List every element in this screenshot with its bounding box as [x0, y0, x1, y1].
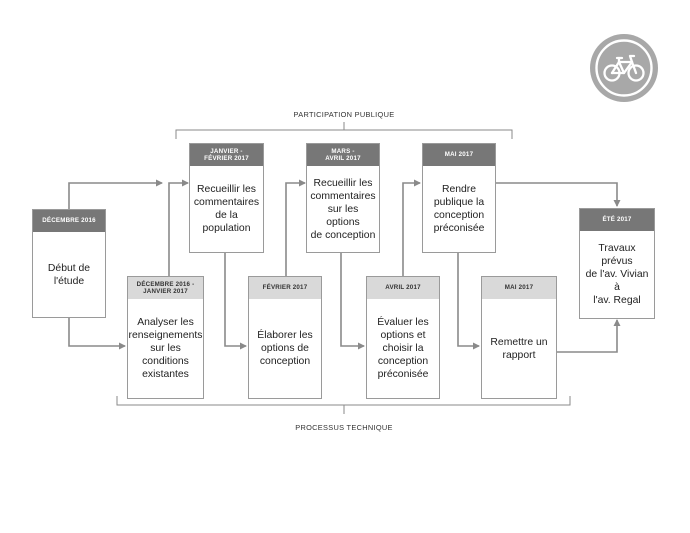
- step-date: MAI 2017: [482, 277, 556, 299]
- step-text: Recueillir les commentaires de la popula…: [193, 184, 260, 234]
- step-date: ÉTÉ 2017: [580, 209, 654, 231]
- step-date: AVRIL 2017: [367, 277, 439, 299]
- technical-process-label: PROCESSUS TECHNIQUE: [295, 423, 393, 432]
- step-recueillir-options: MARS - AVRIL 2017 Recueillir les comment…: [306, 143, 380, 253]
- step-text: Rendre publique la conception préconisée: [433, 184, 485, 234]
- step-elaborer: FÉVRIER 2017 Élaborer les options de con…: [248, 276, 322, 399]
- step-evaluer: AVRIL 2017 Évaluer les options et choisi…: [366, 276, 440, 399]
- arrow-debut-to-analyser: [68, 318, 126, 350]
- arrow-remettre-to-travaux: [557, 319, 621, 353]
- step-text: Début de l'étude: [47, 262, 91, 287]
- step-text: Analyser les renseignements sur les cond…: [128, 317, 203, 380]
- step-travaux: ÉTÉ 2017 Travaux prévus de l'av. Vivian …: [579, 208, 655, 319]
- step-debut: DÉCEMBRE 2016 Début de l'étude: [32, 209, 106, 318]
- public-participation-label: PARTICIPATION PUBLIQUE: [293, 110, 395, 119]
- step-date: DÉCEMBRE 2016: [33, 210, 105, 232]
- step-text: Évaluer les options et choisir la concep…: [377, 317, 429, 380]
- arrow-elaborer-to-recueillir: [285, 179, 306, 276]
- step-analyser: DÉCEMBRE 2016 - JANVIER 2017 Analyser le…: [127, 276, 204, 399]
- step-recueillir-population: JANVIER - FÉVRIER 2017 Recueillir les co…: [189, 143, 264, 253]
- arrow-analyser-to-recueillir: [168, 179, 189, 276]
- step-rendre: MAI 2017 Rendre publique la conception p…: [422, 143, 496, 253]
- step-text: Élaborer les options de conception: [257, 330, 313, 367]
- arrow-recueillir-to-evaluer: [340, 253, 365, 350]
- bicycle-icon: [590, 34, 658, 102]
- step-text: Recueillir les commentaires sur les opti…: [310, 177, 376, 241]
- arrow-evaluer-to-rendre: [402, 179, 421, 276]
- arrow-rendre-to-remettre: [457, 253, 480, 350]
- step-remettre: MAI 2017 Remettre un rapport: [481, 276, 557, 399]
- arrow-debut-to-top: [68, 179, 163, 209]
- step-date: MARS - AVRIL 2017: [307, 144, 379, 166]
- step-date: FÉVRIER 2017: [249, 277, 321, 299]
- step-date: DÉCEMBRE 2016 - JANVIER 2017: [128, 277, 203, 299]
- public-bracket: [175, 129, 513, 139]
- step-text: Remettre un rapport: [490, 336, 548, 361]
- step-text: Travaux prévus de l'av. Vivian à l'av. R…: [585, 243, 649, 306]
- step-date: JANVIER - FÉVRIER 2017: [190, 144, 263, 166]
- step-date: MAI 2017: [423, 144, 495, 166]
- arrow-rendre-to-travaux: [496, 182, 621, 207]
- arrow-recueillir-to-elaborer: [224, 253, 247, 350]
